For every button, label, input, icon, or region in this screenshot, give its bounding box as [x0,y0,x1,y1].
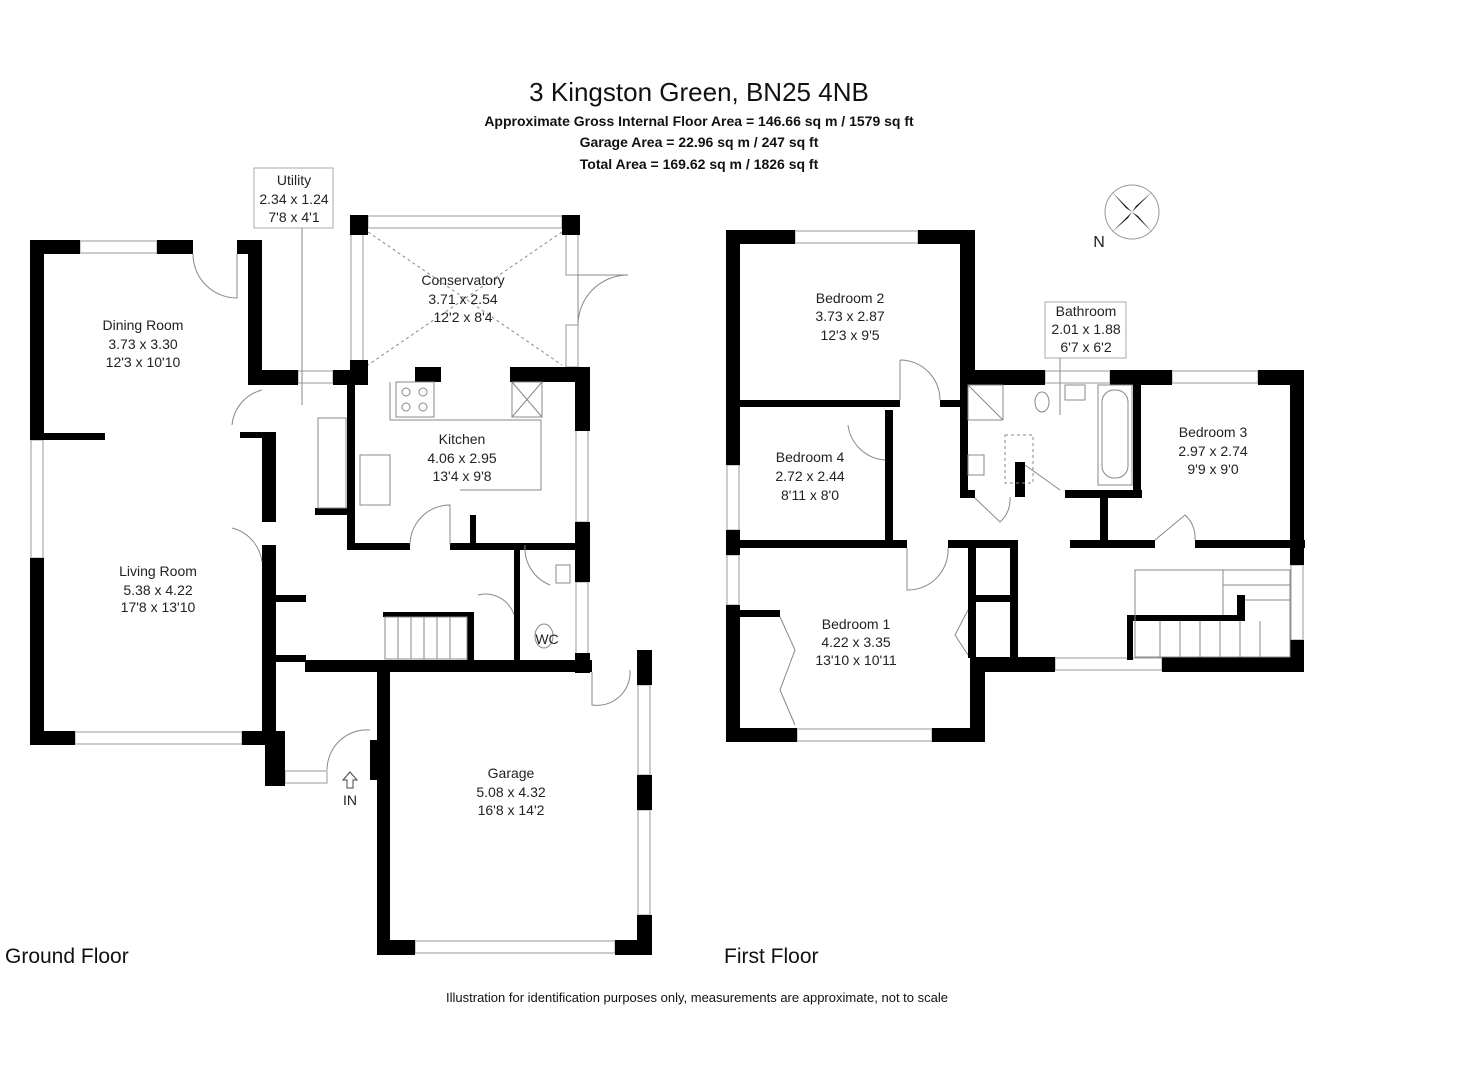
disclaimer: Illustration for identification purposes… [446,990,948,1005]
room-name-conservatory: Conservatory [421,272,504,288]
entrance-label: IN [343,792,357,808]
room-name-living: Living Room [119,563,197,579]
room-metric-bedroom-3: 2.97 x 2.74 [1178,443,1247,459]
room-name-bedroom-4: Bedroom 4 [776,449,845,465]
room-name-bathroom: Bathroom [1056,303,1117,319]
first-floor-label: First Floor [724,945,819,968]
garage-area: Garage Area = 22.96 sq m / 247 sq ft [580,134,819,150]
room-metric-bedroom-2: 3.73 x 2.87 [815,308,884,324]
ground-floor-plan [30,215,652,955]
compass-rose-icon [1104,184,1160,240]
room-metric-conservatory: 3.71 x 2.54 [428,291,497,307]
entrance-arrow-icon [341,771,359,789]
room-imperial-utility: 7'8 x 4'1 [268,209,319,225]
room-name-kitchen: Kitchen [439,431,486,447]
room-imperial-bedroom-4: 8'11 x 8'0 [781,487,839,503]
room-name-bedroom-1: Bedroom 1 [822,616,891,632]
room-metric-utility: 2.34 x 1.24 [259,191,328,207]
room-metric-dining: 3.73 x 3.30 [108,336,177,352]
room-imperial-bedroom-3: 9'9 x 9'0 [1187,461,1238,477]
room-name-utility: Utility [277,172,311,188]
room-name-dining: Dining Room [103,317,184,333]
room-imperial-conservatory: 12'2 x 8'4 [433,309,492,325]
room-metric-garage: 5.08 x 4.32 [476,784,545,800]
room-metric-bedroom-1: 4.22 x 3.35 [821,634,890,650]
room-imperial-garage: 16'8 x 14'2 [478,802,545,818]
compass-north-label: N [1093,234,1105,251]
room-imperial-bedroom-1: 13'10 x 10'11 [815,652,897,668]
room-imperial-bedroom-2: 12'3 x 9'5 [820,327,879,343]
room-name-bedroom-3: Bedroom 3 [1179,424,1248,440]
room-imperial-dining: 12'3 x 10'10 [106,354,181,370]
gross-area: Approximate Gross Internal Floor Area = … [484,113,914,129]
room-metric-bedroom-4: 2.72 x 2.44 [775,468,844,484]
total-area: Total Area = 169.62 sq m / 1826 sq ft [580,156,819,172]
plan-title: 3 Kingston Green, BN25 4NB [529,77,869,107]
first-floor-plan [726,230,1305,742]
room-name-wc: WC [535,631,558,647]
room-imperial-living: 17'8 x 13'10 [121,599,196,615]
room-metric-living: 5.38 x 4.22 [123,582,192,598]
room-name-bedroom-2: Bedroom 2 [816,290,885,306]
room-imperial-kitchen: 13'4 x 9'8 [432,468,491,484]
ground-floor-label: Ground Floor [5,945,129,968]
room-metric-kitchen: 4.06 x 2.95 [427,450,496,466]
room-name-garage: Garage [488,765,535,781]
room-imperial-bathroom: 6'7 x 6'2 [1060,339,1111,355]
room-metric-bathroom: 2.01 x 1.88 [1051,321,1120,337]
